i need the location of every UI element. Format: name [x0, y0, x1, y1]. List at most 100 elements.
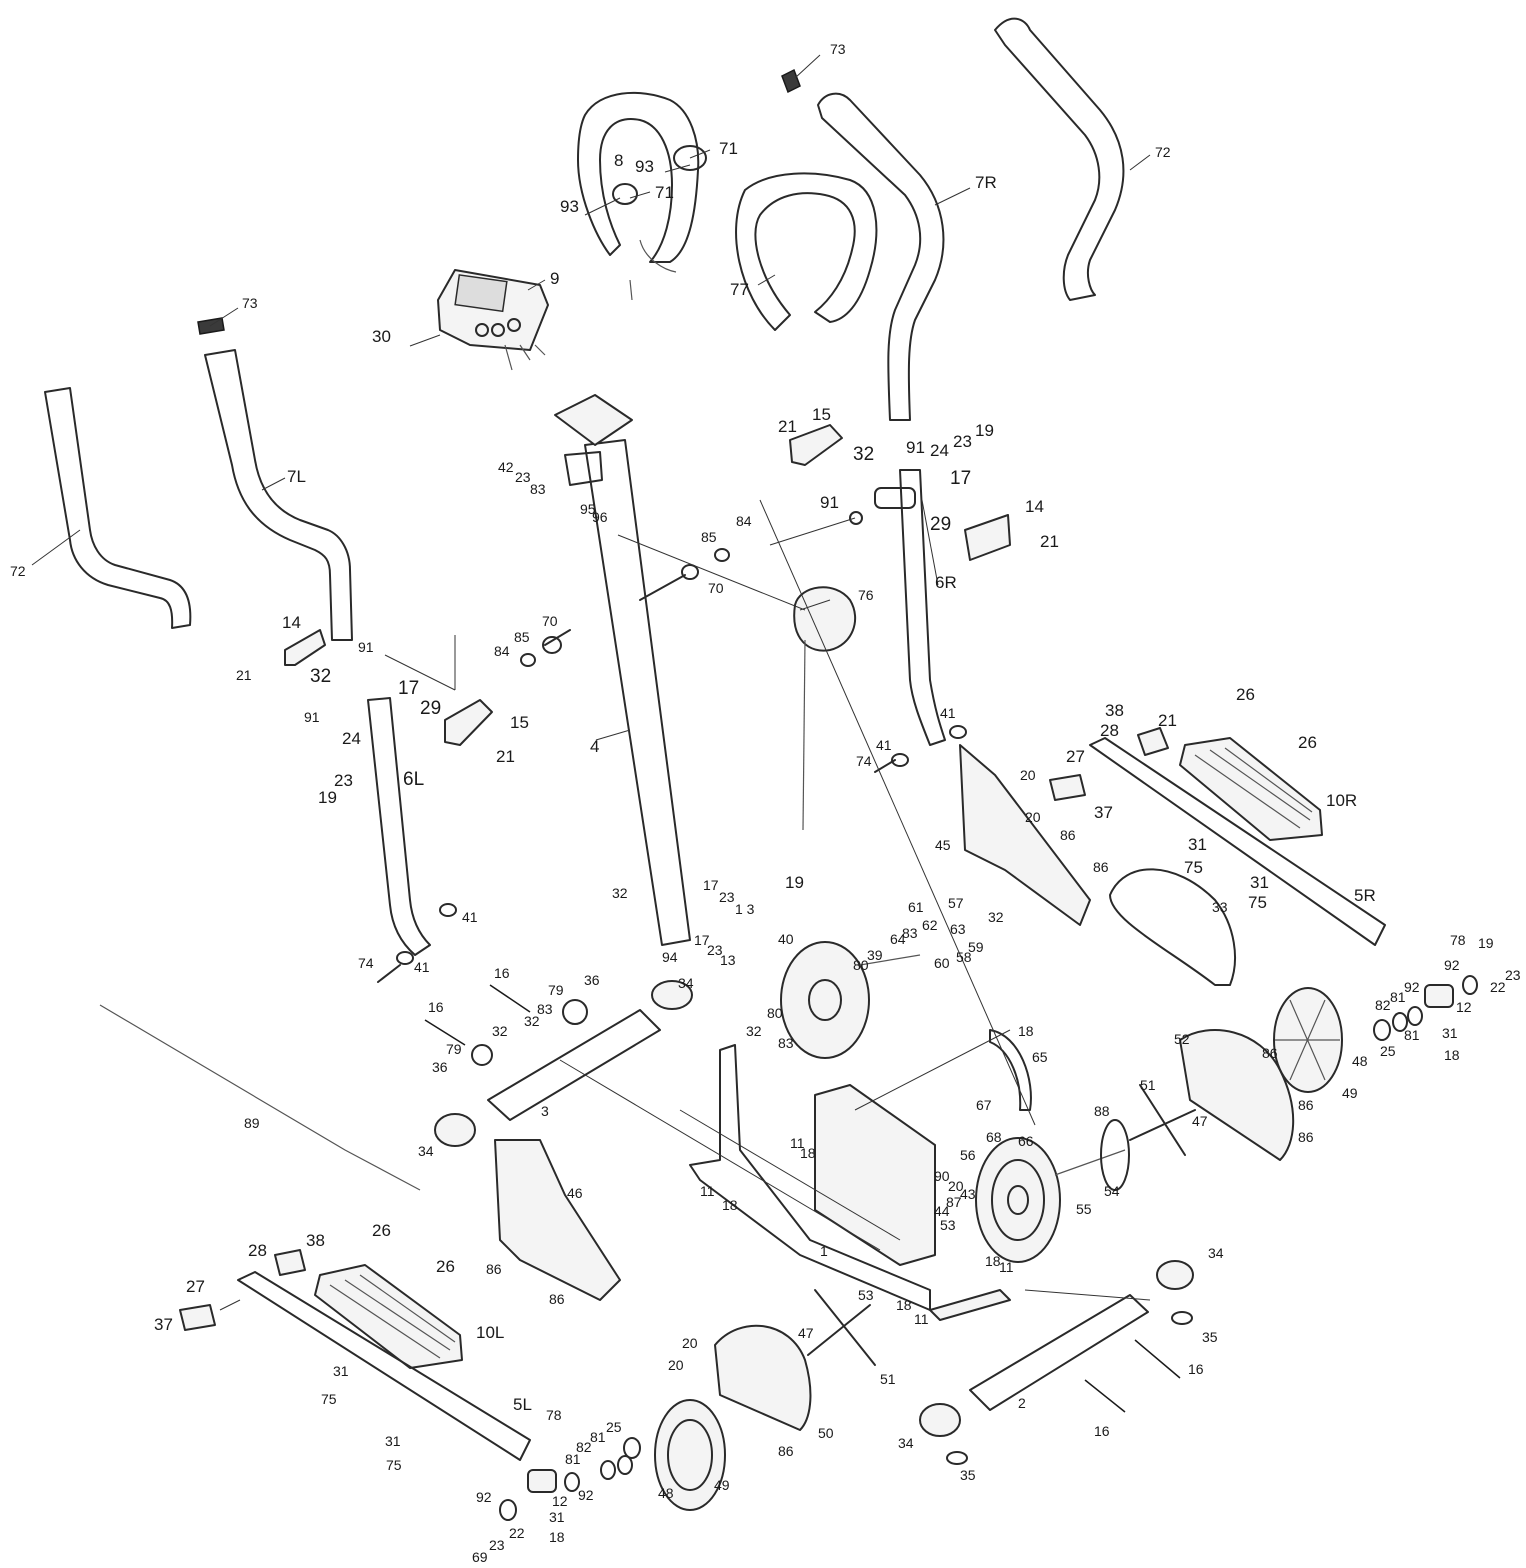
part-89-cable — [99, 1004, 421, 1191]
callout-label: 34 — [1208, 1245, 1224, 1261]
callout-label: 25 — [1380, 1043, 1396, 1059]
callout-label: 16 — [1094, 1423, 1110, 1439]
part-8-cable — [629, 239, 677, 301]
callout-label: 19 — [785, 873, 804, 892]
part-16-bolt — [489, 984, 531, 1013]
callout-label: 80 — [767, 1005, 783, 1021]
callout-label: 20 — [1025, 809, 1041, 825]
callout-label: 23 — [515, 469, 531, 485]
callout-label: 20 — [682, 1335, 698, 1351]
callout-label: 73 — [830, 41, 846, 57]
part-72-right-upper-arm — [994, 17, 1125, 301]
callout-label: 89 — [244, 1115, 260, 1131]
callout-label: 88 — [1094, 1103, 1110, 1119]
callout-label: 64 — [890, 931, 906, 947]
part-54-flange — [1100, 1119, 1130, 1191]
callout-label: 20 — [668, 1357, 684, 1373]
callout-label: 56 — [960, 1147, 976, 1163]
callout-label: 68 — [986, 1129, 1002, 1145]
part-41-bushing — [396, 951, 414, 965]
callout-label: 18 — [1018, 1023, 1034, 1039]
callout-label: 14 — [1025, 497, 1044, 516]
part-4-mast-brackets — [564, 451, 603, 486]
callout-label: 83 — [530, 481, 546, 497]
callout-label: 34 — [418, 1143, 434, 1159]
part-74-axle — [377, 964, 401, 983]
callout-label: 33 — [1212, 899, 1228, 915]
callout-label: 32 — [853, 444, 874, 465]
part-41-bushing — [949, 725, 967, 739]
part-51-crank-left — [807, 1289, 876, 1366]
callout-label: 28 — [1100, 721, 1119, 740]
callout-label: 74 — [358, 955, 374, 971]
callout-label: 86 — [1060, 827, 1076, 843]
part-37-link-left — [179, 1304, 216, 1331]
callout-label: 48 — [658, 1485, 674, 1501]
callout-label: 61 — [908, 899, 924, 915]
part-4-mast-top-plate — [554, 394, 633, 446]
callout-label: 44 — [934, 1203, 950, 1219]
callout-label: 48 — [1352, 1053, 1368, 1069]
part-41-bushing — [891, 753, 909, 767]
callout-label: 70 — [542, 613, 558, 629]
part-70-axle — [639, 574, 686, 601]
part-3-front-crossbar — [487, 1009, 661, 1121]
part-85-washer — [714, 548, 730, 562]
callout-label: 86 — [1093, 859, 1109, 875]
part-7L-left-handlebar — [204, 349, 353, 641]
callout-label: 72 — [1155, 144, 1171, 160]
part-85-washer — [520, 653, 536, 667]
part-35-foot — [946, 1451, 968, 1465]
callout-label: 86 — [1262, 1045, 1278, 1061]
part-35-foot — [1171, 1311, 1193, 1325]
callout-label: 94 — [662, 949, 678, 965]
part-2-rear-crossbar — [969, 1294, 1149, 1411]
callout-label: 31 — [385, 1433, 401, 1449]
part-77-grip-loop — [735, 172, 878, 331]
part-8-handle-loop — [577, 91, 700, 263]
part-55-hub — [1007, 1185, 1029, 1215]
callout-label: 51 — [1140, 1077, 1156, 1093]
callout-label: 74 — [856, 753, 872, 769]
callout-label: 81 — [565, 1451, 581, 1467]
callout-label: 72 — [10, 563, 26, 579]
part-79-roller — [471, 1044, 493, 1066]
part-45-shroud — [959, 744, 1091, 926]
callout-label: 95 — [580, 501, 596, 517]
callout-label: 53 — [858, 1287, 874, 1303]
callout-label: 80 — [853, 957, 869, 973]
callout-label: 40 — [778, 931, 794, 947]
callout-label: 12 — [552, 1493, 568, 1509]
callout-label: 24 — [930, 441, 949, 460]
callout-label: 91 — [820, 493, 839, 512]
part-16-rear-bolt — [1084, 1379, 1126, 1413]
part-39-axle — [859, 954, 921, 966]
callout-label: 59 — [968, 939, 984, 955]
callout-label: 83 — [537, 1001, 553, 1017]
callout-label: 22 — [509, 1525, 525, 1541]
part-5L-left-pedal-arm — [237, 1271, 531, 1461]
part-9-console-button — [491, 323, 505, 337]
callout-label: 22 — [1490, 979, 1506, 995]
part-25-washer — [1373, 1019, 1391, 1041]
callout-label: 16 — [428, 999, 444, 1015]
part-10L-left-pedal — [314, 1264, 463, 1369]
part-49-right-disc-spokes — [1275, 999, 1340, 1081]
part-92-washer — [1462, 975, 1478, 995]
callout-label: 92 — [1444, 957, 1460, 973]
callout-label: 18 — [800, 1145, 816, 1161]
callout-label: 38 — [1105, 701, 1124, 720]
part-92-left-washer — [564, 1472, 580, 1492]
callout-label: 86 — [1298, 1097, 1314, 1113]
part-34-rear-cap — [919, 1403, 961, 1437]
callout-label: 79 — [548, 982, 564, 998]
callout-label: 41 — [462, 909, 478, 925]
callout-label: 17 — [703, 877, 719, 893]
part-1-frame-rear-plate — [929, 1289, 1011, 1321]
callout-label: 23 — [489, 1537, 505, 1553]
part-9-console-wires — [504, 344, 546, 371]
callout-label: 17 — [950, 468, 971, 489]
callout-label: 50 — [818, 1425, 834, 1441]
part-40-flywheel-wheel — [780, 941, 870, 1059]
callout-label: 21 — [778, 417, 797, 436]
